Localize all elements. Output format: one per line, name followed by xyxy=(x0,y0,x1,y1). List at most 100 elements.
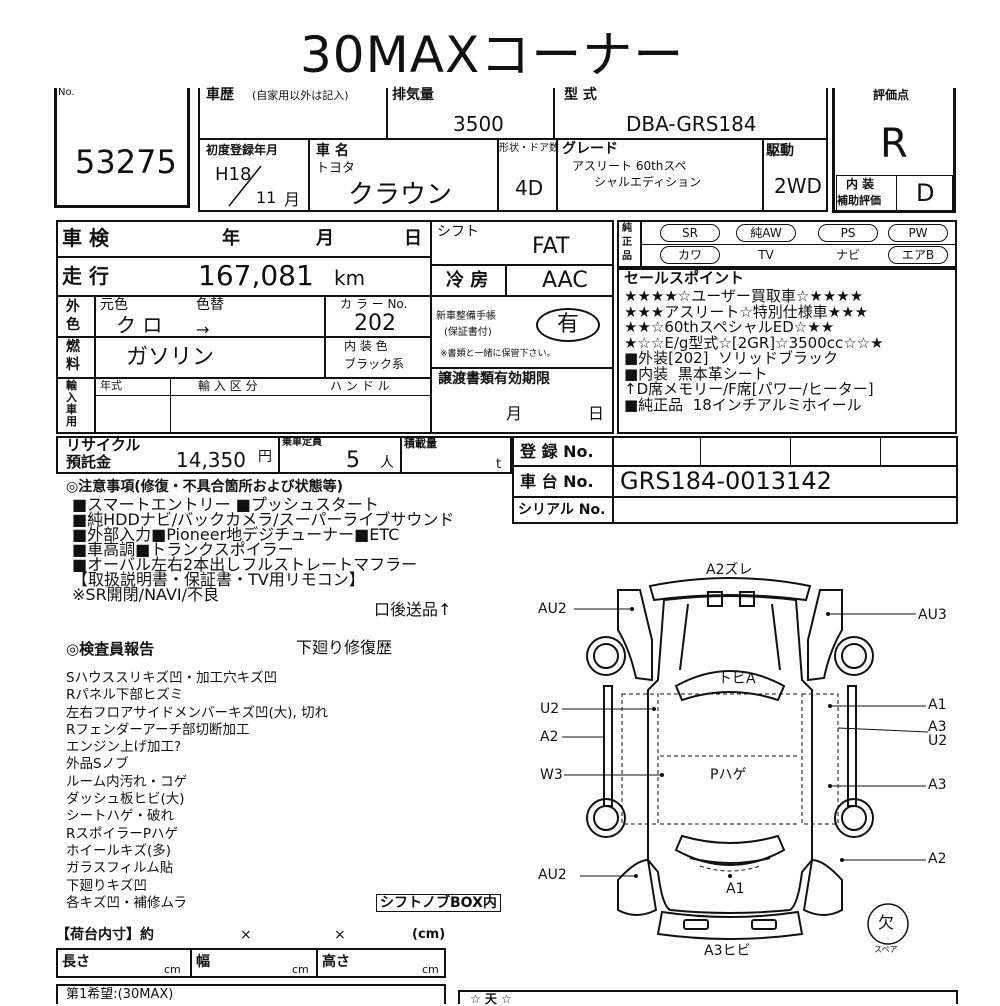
interior-score-label2: 補助評価 xyxy=(837,194,881,207)
chassis-label: 車 台 No. xyxy=(520,472,594,491)
equipment-item: 純AW xyxy=(736,224,796,242)
body-label: 形状・ドア数 xyxy=(499,143,559,154)
cargo-height: 高さ xyxy=(322,954,350,970)
aircon-label: 冷 房 xyxy=(446,270,489,291)
capacity-label: 乗車定員 xyxy=(282,437,322,448)
mileage-unit: km xyxy=(334,266,366,290)
notes-label: ◎注意事項(修復・不具合箇所および状態等) xyxy=(66,479,344,495)
diagram-label-left-w3: W3 xyxy=(540,767,563,783)
diagram-label-top: A2ズレ xyxy=(706,562,753,578)
inspector-box-note: シフトノブBOX内 xyxy=(376,894,501,912)
interior-color-label: 内 装 色 xyxy=(344,339,388,353)
grade-label: グレード xyxy=(562,141,618,157)
notes-post: 口後送品↑ xyxy=(374,600,452,619)
text-line: ★★☆60thスペシャルED☆★★ xyxy=(624,318,835,336)
score-value: R xyxy=(880,121,908,167)
grade-line1: アスリート 60thスペ xyxy=(572,159,687,173)
spare-label: スペア xyxy=(874,945,898,954)
cargo-cm3: cm xyxy=(422,963,439,976)
equipment-label: 純正品 xyxy=(622,223,632,262)
inspector-note: 下廻り修復歴 xyxy=(296,638,393,657)
diagram-label-right-a3b: A3 xyxy=(928,777,947,793)
equipment-item: SR xyxy=(660,224,720,242)
recycle-unit: 円 xyxy=(258,449,272,465)
text-line: シートハゲ・破れ xyxy=(66,808,174,825)
first-reg-label: 初度登録年月 xyxy=(206,143,279,157)
first-reg-month-unit: 月 xyxy=(284,190,301,209)
first-choice: 第1希望:(30MAX) xyxy=(66,987,174,1002)
text-line: ダッシュ板ヒビ(大) xyxy=(66,791,185,808)
text-line: 【取扱説明書・保証書・TV用リモコン】 xyxy=(72,570,365,589)
color-original-label: 元色 xyxy=(100,297,128,313)
diagram-label-right-rear: A2 xyxy=(928,851,947,867)
recycle-value: 14,350 xyxy=(176,448,246,472)
drive-label: 駆動 xyxy=(766,143,794,159)
text-line: ホイールキズ(多) xyxy=(66,842,172,859)
text-line: ■スマートエントリー ■プッシュスタート xyxy=(72,495,379,514)
text-line: ルーム内汚れ・コゲ xyxy=(66,773,188,790)
score-bracket xyxy=(832,88,956,213)
text-line: 下廻りキズ凹 xyxy=(66,877,147,894)
mileage-label: 走 行 xyxy=(62,264,109,288)
lot-bracket xyxy=(54,88,190,208)
text-line: Rパネル下部ヒズミ xyxy=(66,687,184,704)
first-reg-year: H18 xyxy=(215,164,252,185)
cargo-x2: × xyxy=(334,927,346,943)
interior-score-label1: 内 装 xyxy=(846,177,875,191)
text-line: ★★★★☆ユーザー買取車☆★★★★ xyxy=(624,287,864,305)
inspection-year: 年 xyxy=(222,228,240,249)
text-line: ■内装 黒本革シート xyxy=(624,364,768,383)
page-title: 30MAXコーナー xyxy=(300,26,685,84)
text-line: ■純HDDナビ/バックカメラ/スーパーライブサウンド xyxy=(72,510,455,529)
text-line: 外品Sノブ xyxy=(66,756,129,773)
transfer-month: 月 xyxy=(506,404,523,423)
color-original: ク ロ xyxy=(116,313,163,337)
diagram-label-bottom: A3ヒビ xyxy=(704,943,751,959)
transfer-label: 譲渡書類有効期限 xyxy=(438,371,550,387)
mileage-value: 167,081 xyxy=(198,259,314,292)
load-unit: t xyxy=(496,457,502,472)
manual-value: 有 xyxy=(557,312,580,337)
sales-points-box xyxy=(617,268,957,434)
serial-label: シリアル No. xyxy=(518,502,606,518)
cargo-cm2: cm xyxy=(292,963,309,976)
diagram-label-left-u2: U2 xyxy=(540,701,560,717)
text-line: 各キズ凹・補修ムラ xyxy=(66,894,187,911)
color-code-label: カ ラ ー No. xyxy=(340,297,408,311)
recycle-grid xyxy=(56,436,512,474)
color-change-label: 色替 xyxy=(196,297,224,313)
history-label: 車歴 xyxy=(206,87,234,103)
equipment-box xyxy=(617,220,957,268)
equipment-item: PS xyxy=(818,224,878,242)
middle-grid xyxy=(56,220,614,434)
text-line: 左右フロアサイドメンバーキズ凹(大), 切れ xyxy=(66,704,329,721)
interior-color: ブラック系 xyxy=(344,357,405,371)
body-value: 4D xyxy=(515,176,544,200)
cargo-x1: × xyxy=(240,927,252,943)
sales-points-label: セールスポイント xyxy=(624,269,745,287)
equipment-item: エアB xyxy=(888,246,948,264)
registration-grid xyxy=(512,436,958,524)
diagram-label-trunk: A1 xyxy=(726,881,745,897)
manual-label2: (保証書付) xyxy=(444,327,492,338)
inspection-label: 車 検 xyxy=(62,226,109,250)
shift-value: FAT xyxy=(532,234,570,259)
text-line: ■オーバル左右2本出しフルストレートマフラー xyxy=(72,555,418,574)
car-maker: トヨタ xyxy=(316,161,356,176)
score-label: 評価点 xyxy=(873,88,910,102)
text-line: Rフェンダーアーチ部切断加工 xyxy=(66,721,250,738)
first-reg-slash xyxy=(228,165,262,207)
equipment-item: ナビ xyxy=(835,248,860,262)
cargo-width: 幅 xyxy=(196,954,210,970)
color-label2: 色 xyxy=(66,317,80,333)
text-line: Sハウススリキズ凹・加工穴キズ凹 xyxy=(66,670,278,686)
text-line: ■純正品 18インチアルミホイール xyxy=(624,395,862,414)
diagram-label-roof: トビA xyxy=(718,671,756,687)
inspector-label: ◎検査員報告 xyxy=(66,640,155,658)
diagram-label-right-u2: U2 xyxy=(928,733,948,749)
manual-note: ※書類と一緒に保管下さい。 xyxy=(440,349,556,359)
import-handle-label: ハ ン ド ル xyxy=(330,379,390,393)
sales-points-lines: ★★★★☆ユーザー買取車☆★★★★★★★アスリート☆特別仕様車★★★★★☆60t… xyxy=(624,287,884,414)
text-line: ※SR開閉/NAVI/不良 xyxy=(72,585,220,604)
transfer-day: 日 xyxy=(588,404,605,423)
